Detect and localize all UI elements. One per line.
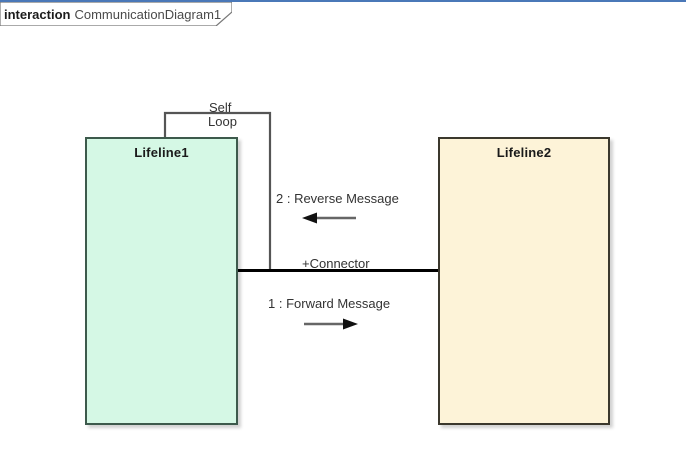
lifeline-2-label: Lifeline2 bbox=[496, 145, 552, 160]
message-2-label: 2 : Reverse Message bbox=[276, 191, 399, 206]
lifeline-box-1[interactable]: Lifeline1 bbox=[85, 137, 238, 425]
connector-line[interactable] bbox=[238, 269, 438, 272]
self-loop-label-line-1: Self bbox=[209, 100, 232, 115]
frame-name-label: CommunicationDiagram1 bbox=[74, 6, 222, 22]
message-1-label: 1 : Forward Message bbox=[268, 296, 391, 311]
frame-header-tab[interactable]: interaction CommunicationDiagram1 bbox=[0, 2, 232, 26]
frame-tab-shape bbox=[0, 2, 232, 26]
self-loop-label-line-2: Loop bbox=[208, 114, 237, 129]
arrow-right-icon bbox=[304, 318, 358, 330]
frame-kind-label: interaction bbox=[4, 6, 71, 22]
lifeline-1-label: Lifeline1 bbox=[134, 145, 189, 160]
arrow-left-icon bbox=[302, 212, 356, 224]
frame-top-rule bbox=[0, 0, 686, 2]
lifeline-box-2[interactable]: Lifeline2 bbox=[438, 137, 610, 425]
frame-tab-label: interaction CommunicationDiagram1 bbox=[4, 4, 221, 24]
connector-label: +Connector bbox=[302, 256, 370, 271]
